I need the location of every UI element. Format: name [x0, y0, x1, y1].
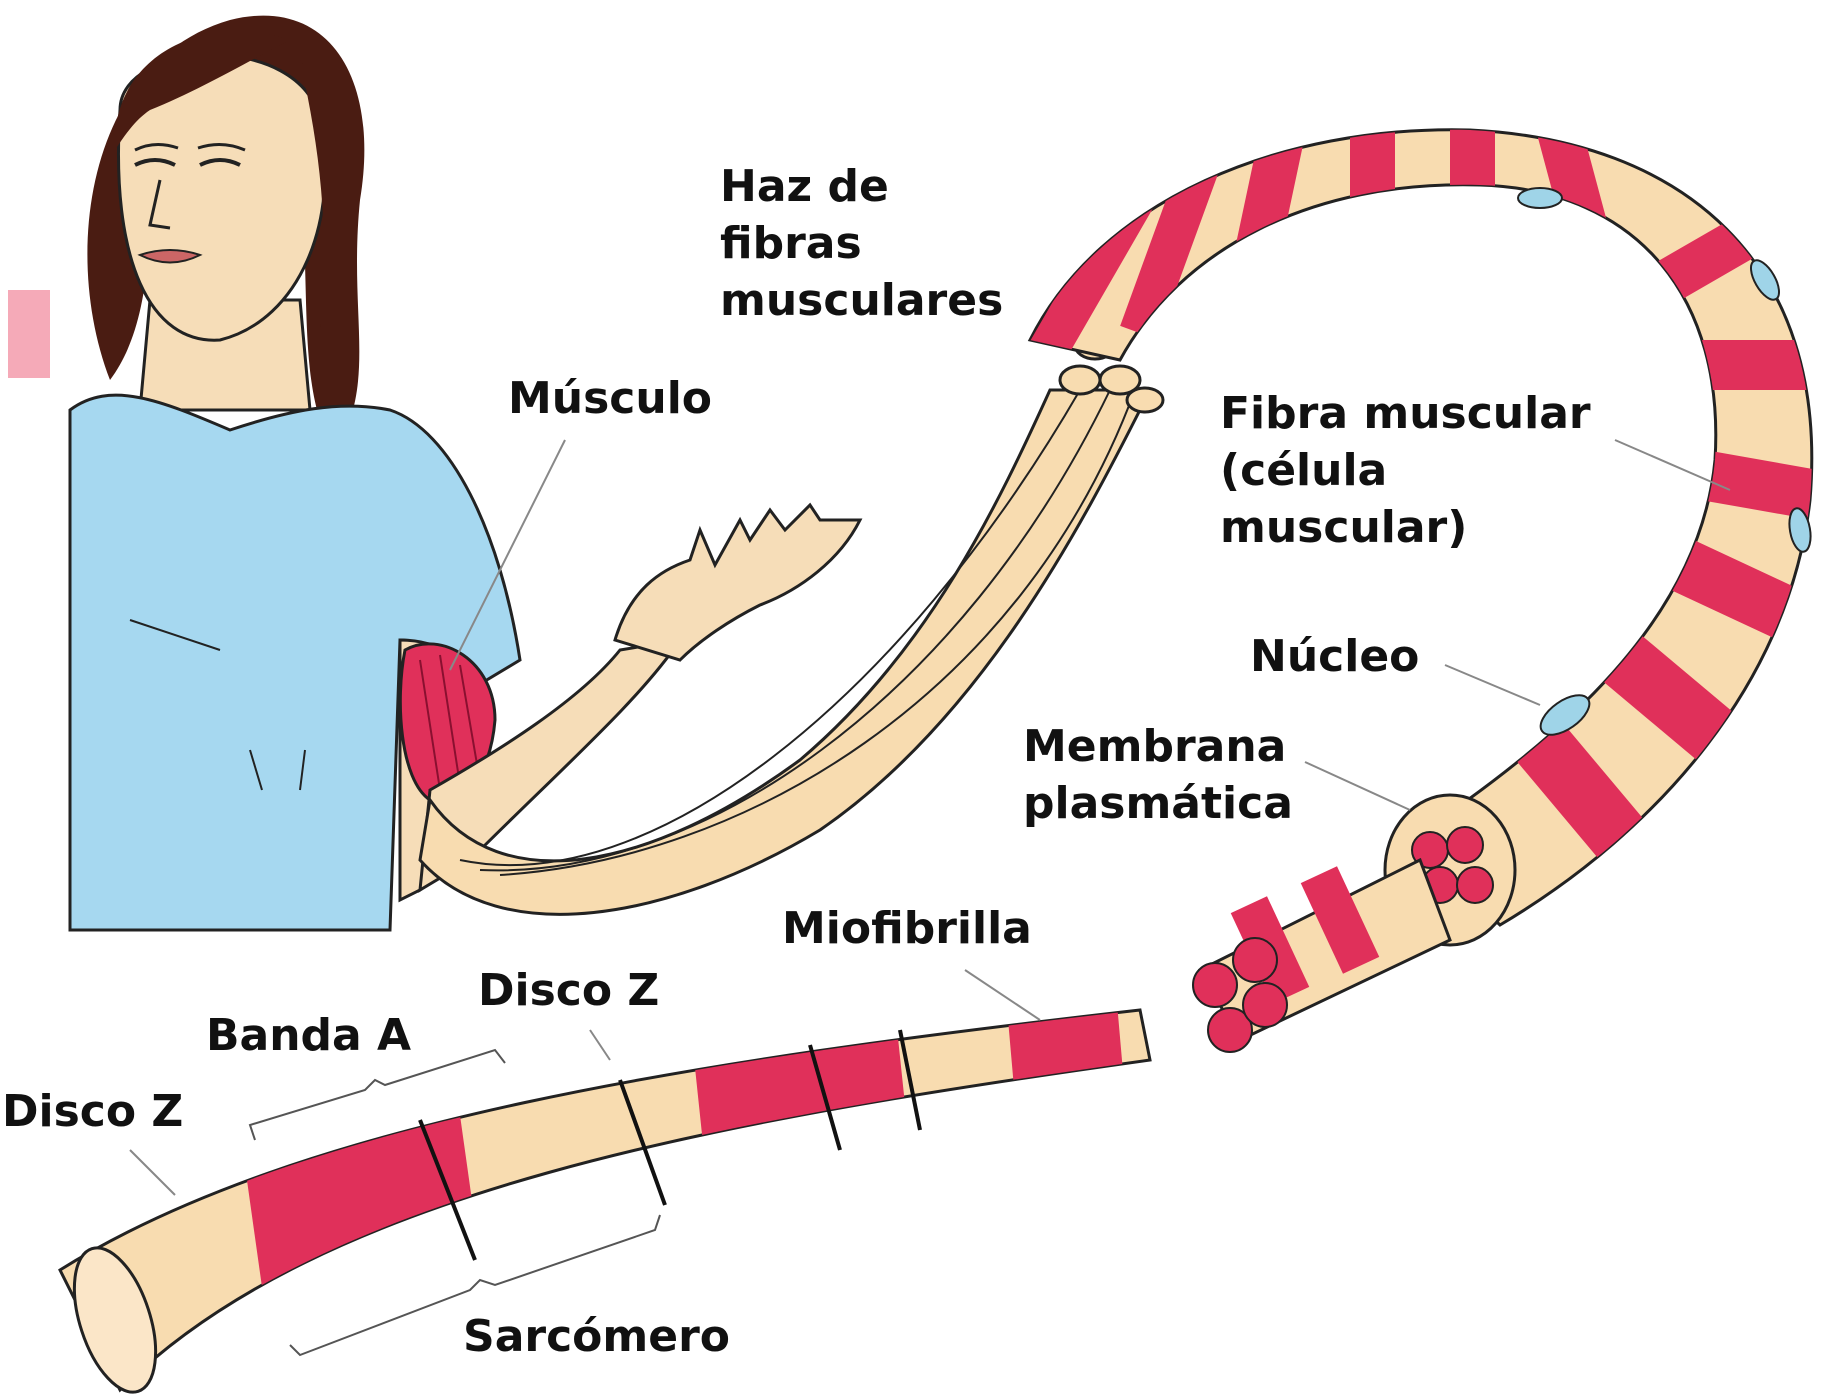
myofibril-bundle	[1193, 860, 1450, 1052]
label-miofibrilla: Miofibrilla	[782, 900, 1032, 957]
label-haz-line3: musculares	[720, 272, 1003, 329]
label-disco-z-upper: Disco Z	[478, 962, 659, 1019]
label-fibra-muscular: Fibra muscular (célula muscular)	[1220, 385, 1591, 556]
label-haz-line1: Haz de	[720, 158, 1003, 215]
label-banda-a: Banda A	[206, 1007, 411, 1064]
hand	[615, 505, 860, 660]
label-haz-fibras: Haz de fibras musculares	[720, 158, 1003, 329]
person-illustration	[70, 16, 860, 930]
label-membrana-line2: plasmática	[1023, 775, 1293, 832]
label-haz-line2: fibras	[720, 215, 1003, 272]
red-marker	[8, 290, 50, 378]
label-membrana-line1: Membrana	[1023, 718, 1293, 775]
label-nucleo: Núcleo	[1250, 628, 1419, 685]
label-sarcomero: Sarcómero	[463, 1308, 730, 1365]
label-musculo: Músculo	[508, 370, 712, 427]
label-disco-z-lower: Disco Z	[2, 1083, 183, 1140]
label-fibra-line2: (célula	[1220, 442, 1591, 499]
label-fibra-line3: muscular)	[1220, 499, 1591, 556]
label-membrana-plasmatica: Membrana plasmática	[1023, 718, 1293, 832]
label-fibra-line1: Fibra muscular	[1220, 385, 1591, 442]
